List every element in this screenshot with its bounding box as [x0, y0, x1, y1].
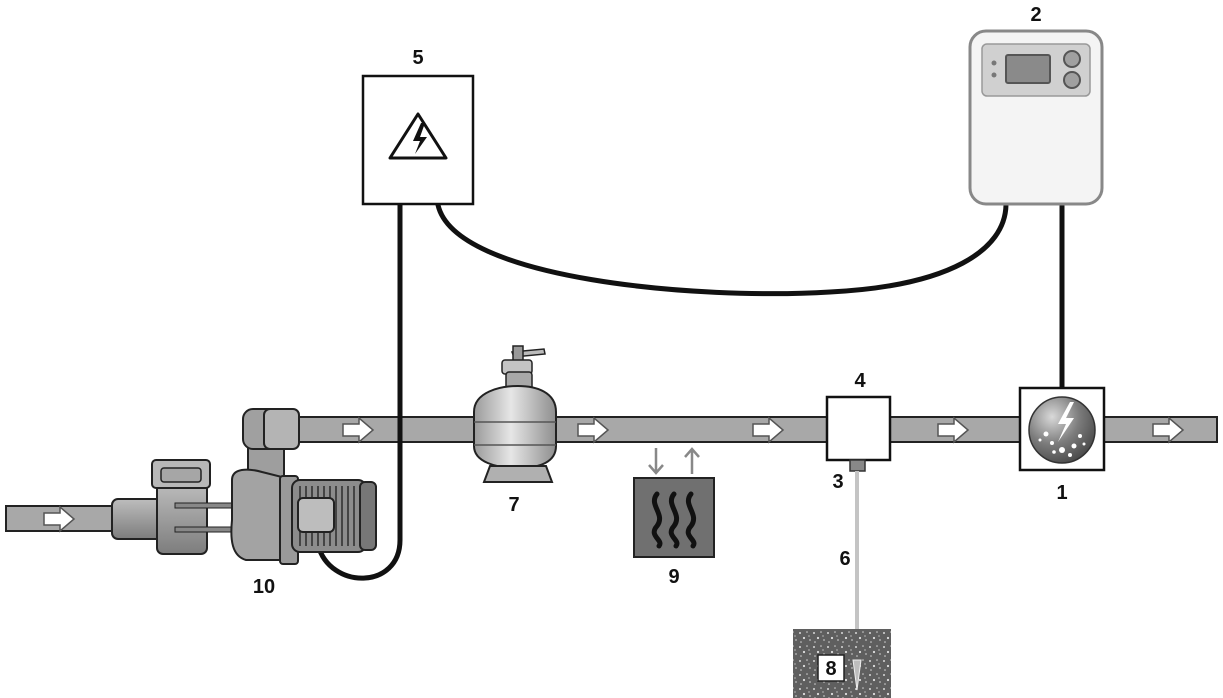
- electrolysis-bolt-icon: [1058, 402, 1074, 442]
- grounding-assembly: [793, 395, 892, 698]
- heater-box: [633, 477, 715, 558]
- control-box: [968, 29, 1104, 206]
- pump-lid-knob: [160, 467, 202, 483]
- sand-filter: [473, 345, 557, 483]
- label-pump: 10: [253, 576, 275, 598]
- probe-port: [849, 459, 866, 472]
- cell-sphere: [1028, 396, 1096, 464]
- control-display-screen: [1005, 54, 1051, 84]
- label-control-box: 2: [1030, 4, 1041, 26]
- flow-arrow-icon: [937, 416, 970, 444]
- flow-arrow-icon: [577, 416, 610, 444]
- cables: [313, 202, 1065, 581]
- flow-arrow-icon: [1152, 416, 1185, 444]
- control-button-lower: [1063, 71, 1081, 89]
- panel-to-controller-cable: [435, 202, 1009, 297]
- probe-holder-box: [825, 395, 892, 462]
- electrical-panel: [361, 74, 475, 206]
- label-probe-holder: 4: [854, 370, 866, 392]
- lightning-bolt-icon: [413, 123, 427, 154]
- pump: [111, 459, 377, 565]
- panel-box: [361, 74, 475, 206]
- label-sand-filter: 7: [508, 494, 519, 516]
- label-grounding-cable: 6: [839, 548, 850, 570]
- label-probe-port: 3: [832, 471, 843, 493]
- filter-tank: [473, 384, 557, 470]
- label-heat-exchanger: 9: [668, 566, 679, 588]
- pipe-system: [5, 408, 1218, 532]
- ground-label-box: [817, 654, 845, 682]
- flow-arrow-icon: [43, 505, 76, 533]
- motor-end-cap: [359, 481, 377, 551]
- heat-exchanger: [633, 447, 715, 558]
- label-ground-spike: 8: [825, 658, 836, 680]
- electrolysis-cell: [1018, 386, 1106, 472]
- label-electrolysis-cell: 1: [1056, 482, 1067, 504]
- filter-base: [482, 465, 554, 483]
- panel-to-pump-cable: [313, 202, 403, 581]
- flow-arrows: [43, 416, 1185, 533]
- label-electrical-panel: 5: [412, 47, 423, 69]
- bubble-icons: [1038, 431, 1086, 457]
- ground-spike-icon: [852, 659, 862, 691]
- flow-arrow-icon: [752, 416, 785, 444]
- elbow-cap: [263, 408, 300, 450]
- flow-arrow-icon: [342, 416, 375, 444]
- component-labels: 1 2 3 4 5 6 7 8 9 10: [253, 4, 1068, 680]
- pump-strainer-pot: [156, 481, 208, 555]
- status-led: [991, 60, 997, 66]
- motor-terminal-box: [297, 497, 335, 533]
- control-button-upper: [1063, 50, 1081, 68]
- status-led: [991, 72, 997, 78]
- heater-supply-arrow-icon: [684, 447, 700, 474]
- heat-waves-icon: [651, 491, 697, 549]
- heater-return-arrow-icon: [648, 448, 664, 475]
